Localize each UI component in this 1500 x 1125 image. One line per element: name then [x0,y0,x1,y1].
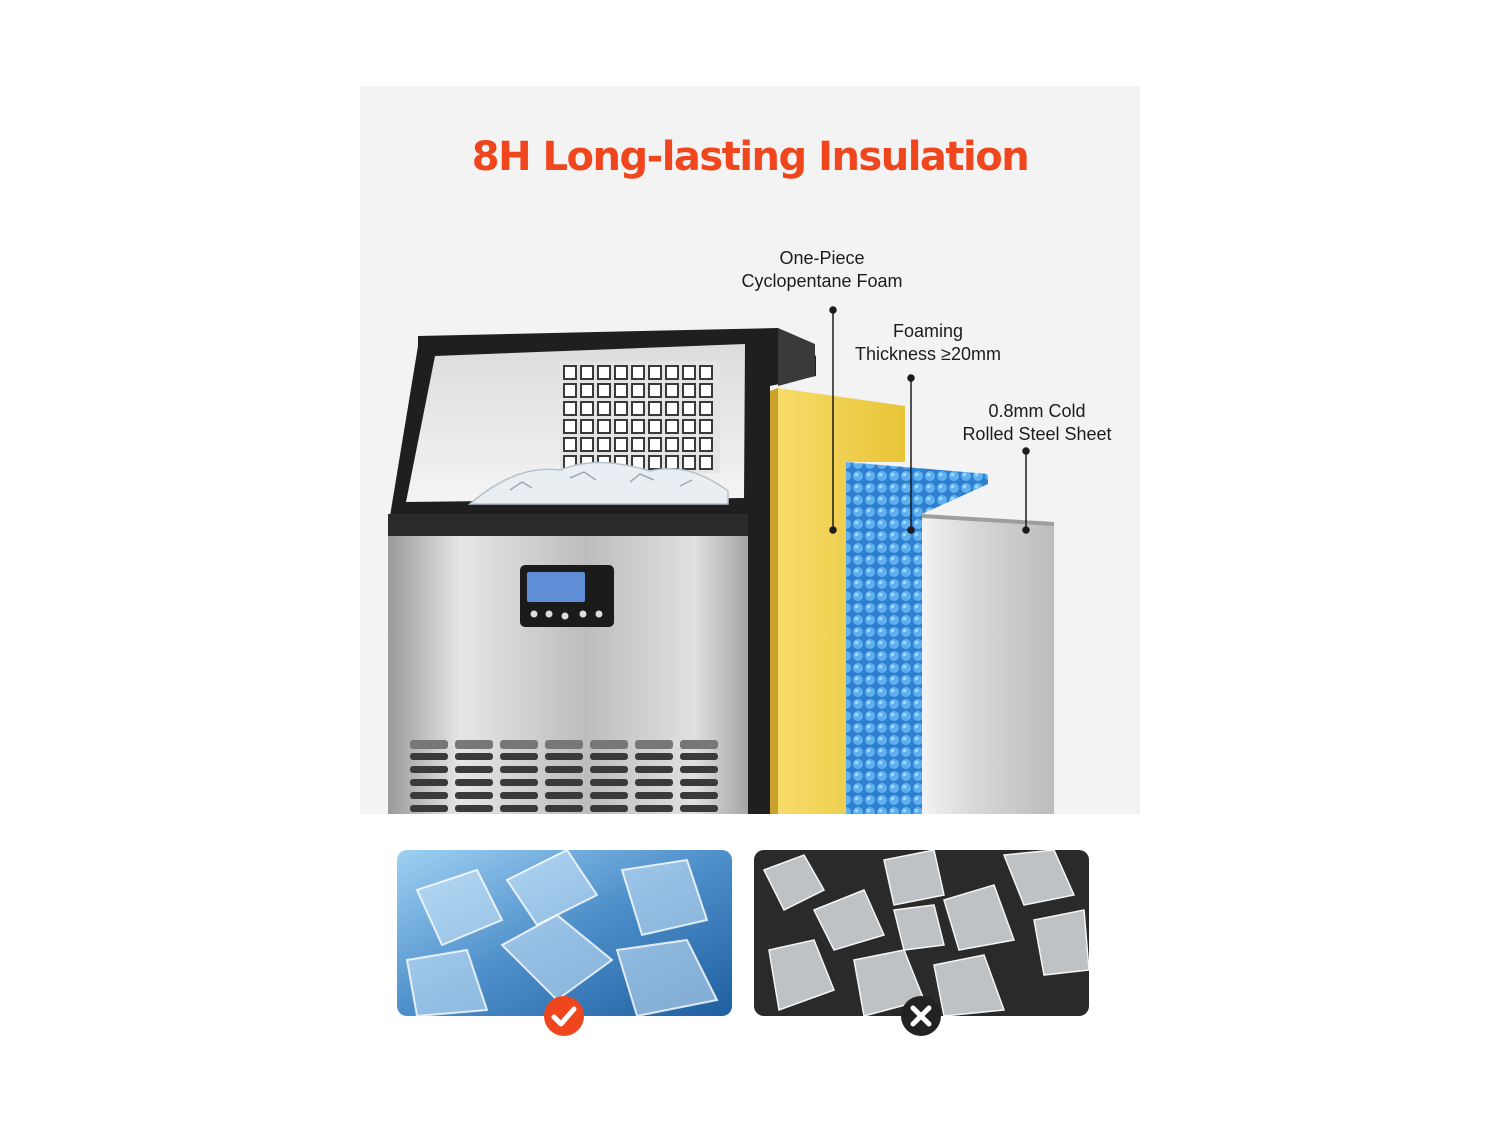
crushed-ice-photo [754,850,1089,1016]
callout-foam: One-Piece Cyclopentane Foam [722,247,922,293]
clear-ice-cubes-photo [397,850,732,1016]
ice-pile [467,461,729,505]
ice-maker-body [388,516,748,814]
headline: 8H Long-lasting Insulation [471,134,1030,180]
cross-icon [901,996,941,1036]
callout-steel-line2: Rolled Steel Sheet [962,424,1112,444]
checkmark-icon [544,996,584,1036]
callout-thickness: Foaming Thickness ≥20mm [828,320,1028,366]
callout-thickness-line1: Foaming [892,321,964,341]
steel-sheet-layer [922,514,1054,814]
callout-steel: 0.8mm Cold Rolled Steel Sheet [937,400,1137,446]
insulation-panel: 8H Long-lasting Insulation [360,86,1140,814]
callout-foam-line2: Cyclopentane Foam [741,271,903,291]
ice-maker-cutaway-illustration [388,306,1054,814]
callout-foam-line1: One-Piece [779,248,865,268]
lcd-display [527,572,585,602]
cyclopentane-foam-layer [778,388,905,814]
callout-steel-line1: 0.8mm Cold [988,401,1086,421]
callout-thickness-line2: Thickness ≥20mm [855,344,1001,364]
foaming-layer [846,462,988,814]
vent-grille [410,740,718,812]
